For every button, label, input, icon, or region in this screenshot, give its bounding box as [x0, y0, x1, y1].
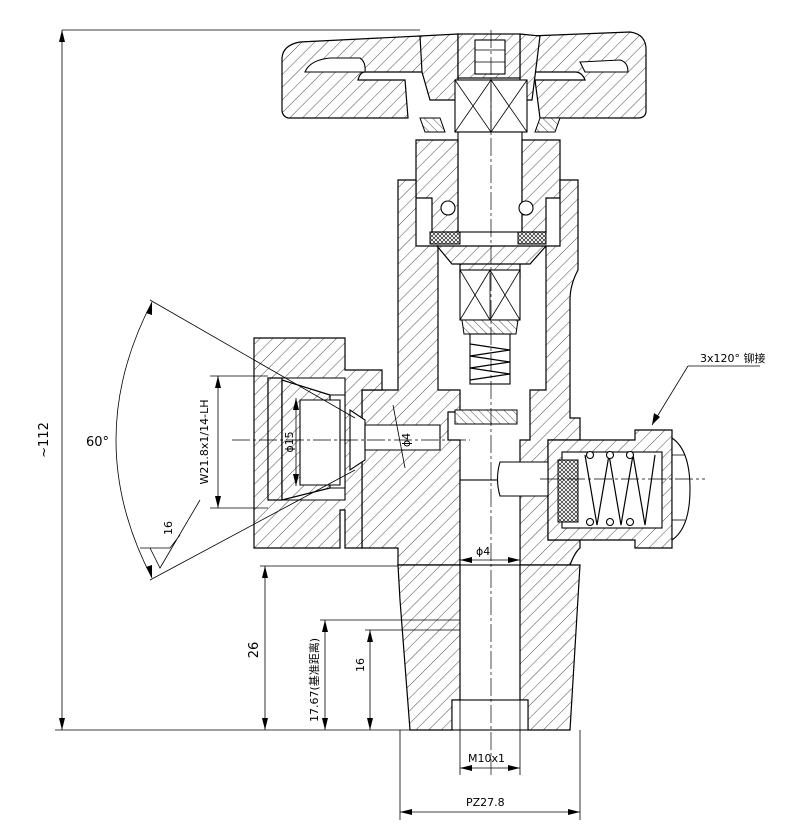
relief-valve	[496, 429, 691, 549]
dimension-labels: ~112 60° W21.8x1/14-LH ϕ15 ϕ4 ϕ4 26 16 1…	[37, 351, 766, 809]
side-hole-label: ϕ4	[400, 433, 413, 447]
side-bore-label: ϕ15	[283, 431, 296, 452]
dim-17-67-label: 17.67(基准距离)	[307, 638, 321, 722]
tapered-shank	[397, 564, 581, 731]
center-lines	[232, 30, 705, 775]
rivet-note-label: 3x120° 铆接	[700, 351, 766, 365]
dim-26-label: 26	[247, 642, 262, 659]
side-thread-label: W21.8x1/14-LH	[198, 400, 211, 485]
bottom-thread-label: M10x1	[468, 752, 505, 765]
dim-16-label: 16	[354, 658, 367, 672]
dimension-lines	[55, 29, 760, 820]
valve-body	[361, 179, 581, 566]
handwheel	[281, 31, 647, 133]
taper-thread-label: PZ27.8	[466, 796, 505, 809]
overall-height-label: ~112	[37, 422, 52, 458]
center-hole-label: ϕ4	[476, 545, 490, 558]
roughness-label: 16	[162, 521, 175, 535]
angle-label: 60°	[86, 435, 109, 450]
